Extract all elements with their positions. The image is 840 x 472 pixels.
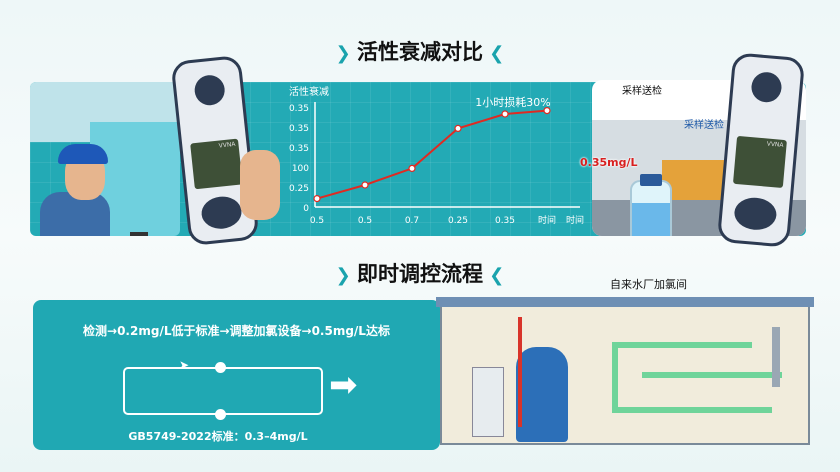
- y-tick-label: 0: [303, 204, 309, 214]
- section2-title: ❯ 即时调控流程 ❮: [0, 258, 840, 288]
- decay-line: [316, 109, 548, 200]
- x-tick-label: 0.35: [495, 216, 515, 226]
- data-point: [361, 181, 369, 189]
- y-tick-label: 0.25: [289, 184, 309, 194]
- flow-steps: 检测→0.2mg/L低于标准→调整加氯设备→0.5mg/L达标: [83, 324, 390, 338]
- chevron-left-icon: ❮: [483, 265, 505, 286]
- section1-title: ❯ 活性衰减对比 ❮: [0, 36, 840, 66]
- handheld-meter-icon: [130, 232, 148, 236]
- data-point: [408, 164, 416, 173]
- chevron-right-icon: ❯: [335, 43, 357, 64]
- chlorination-room-illustration: [436, 297, 814, 445]
- arrow-icon: ➤: [179, 358, 190, 372]
- x-tick-label: 0.7: [405, 216, 419, 226]
- y-tick-label: 0.35: [289, 144, 309, 154]
- standard-text: GB5749-2022标准：0.3–4mg/L: [128, 430, 308, 443]
- flow-panel: 检测→0.2mg/L低于标准→调整加氯设备→0.5mg/L达标 ➤ ➡ GB57…: [33, 300, 440, 450]
- x-tick-label: 0.5: [310, 216, 324, 226]
- data-point: [313, 194, 321, 203]
- y-tick-label: 0.35: [289, 104, 309, 114]
- chevron-left-icon: ❮: [483, 43, 505, 64]
- right-arrow-icon: ➡: [329, 365, 358, 405]
- x-tick-label: 0.5: [358, 216, 372, 226]
- annotation: 1小时损耗30%: [475, 95, 550, 109]
- device-brand: VVNA: [766, 140, 784, 149]
- section1-title-text: 活性衰减对比: [357, 40, 483, 64]
- sample-label: 采样送检: [622, 86, 662, 97]
- x-tick-label: 时间: [538, 214, 556, 226]
- device-brand: VVNA: [218, 140, 236, 150]
- x-tick-label: 0.25: [448, 216, 468, 226]
- data-point: [501, 110, 509, 118]
- worker-illustration: [30, 82, 180, 236]
- chevron-right-icon: ❯: [335, 265, 357, 286]
- sample-bottle: [630, 180, 672, 236]
- decay-chart: 活性衰减 0 0.25 100 0.35 0.35 0.35 0.5 0.5 0.7 0.25 0.3…: [289, 85, 584, 226]
- chlorine-tank: [516, 347, 568, 442]
- y-tick-label: 0.35: [289, 124, 309, 134]
- building-label: 自来水厂加氯间: [610, 278, 687, 291]
- x-axis-label: 时间: [566, 214, 584, 226]
- sample-label-side: 采样送检: [684, 120, 724, 131]
- section2-title-text: 即时调控流程: [357, 262, 483, 286]
- y-axis-label: 活性衰减: [289, 85, 329, 98]
- data-point: [454, 124, 462, 133]
- sample-value: 0.35mg/L: [580, 156, 638, 169]
- hand: [240, 150, 280, 220]
- control-cabinet: [472, 367, 504, 437]
- y-tick-label: 100: [292, 164, 309, 174]
- data-point: [543, 107, 551, 115]
- cycle-loop: [123, 367, 323, 415]
